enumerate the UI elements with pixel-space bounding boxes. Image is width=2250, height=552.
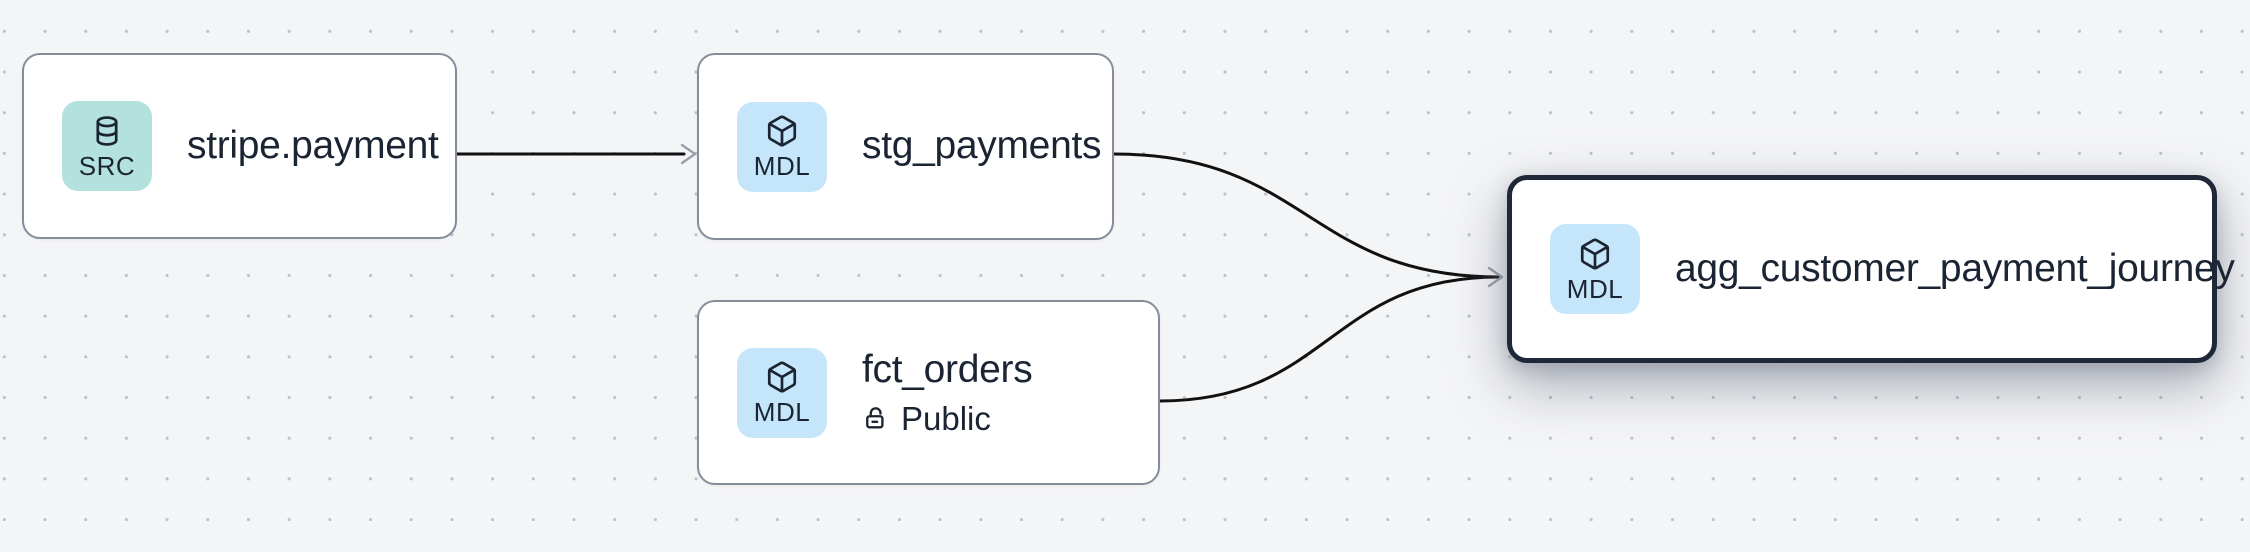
- database-icon: [96, 115, 118, 146]
- node-label: stripe.payment: [187, 123, 439, 167]
- node-label: fct_orders: [862, 348, 1033, 392]
- badge-label: MDL: [1566, 273, 1624, 304]
- model-badge: MDL: [737, 101, 827, 192]
- model-badge: MDL: [1550, 224, 1640, 314]
- access-label: Public: [901, 399, 991, 437]
- node-agg-customer-payment-journey[interactable]: MDL agg_customer_payment_journey: [1507, 175, 2235, 363]
- arrowhead-icon: [1487, 266, 1504, 288]
- access-row: Public: [862, 402, 1032, 435]
- cube-icon: [767, 115, 797, 147]
- arrowhead-icon: [680, 143, 697, 165]
- edge-stg-to-agg: [1112, 152, 1501, 279]
- cube-icon: [1580, 238, 1610, 270]
- badge-label: SRC: [78, 150, 136, 181]
- badge-label: MDL: [753, 151, 811, 181]
- node-stg-payments[interactable]: MDL stg_payments: [697, 53, 1114, 240]
- lock-open-icon: [866, 407, 884, 429]
- node-label: agg_customer_payment_journey: [1675, 246, 2235, 290]
- edge-fct-to-agg: [1158, 275, 1501, 403]
- node-stripe-payment[interactable]: SRC stripe.payment: [22, 53, 457, 239]
- model-badge: MDL: [737, 347, 827, 438]
- cube-icon: [767, 361, 797, 393]
- node-fct-orders[interactable]: MDL fct_orders Public: [697, 300, 1160, 485]
- badge-label: MDL: [753, 397, 811, 427]
- source-badge: SRC: [62, 101, 152, 191]
- node-label: stg_payments: [862, 124, 1102, 168]
